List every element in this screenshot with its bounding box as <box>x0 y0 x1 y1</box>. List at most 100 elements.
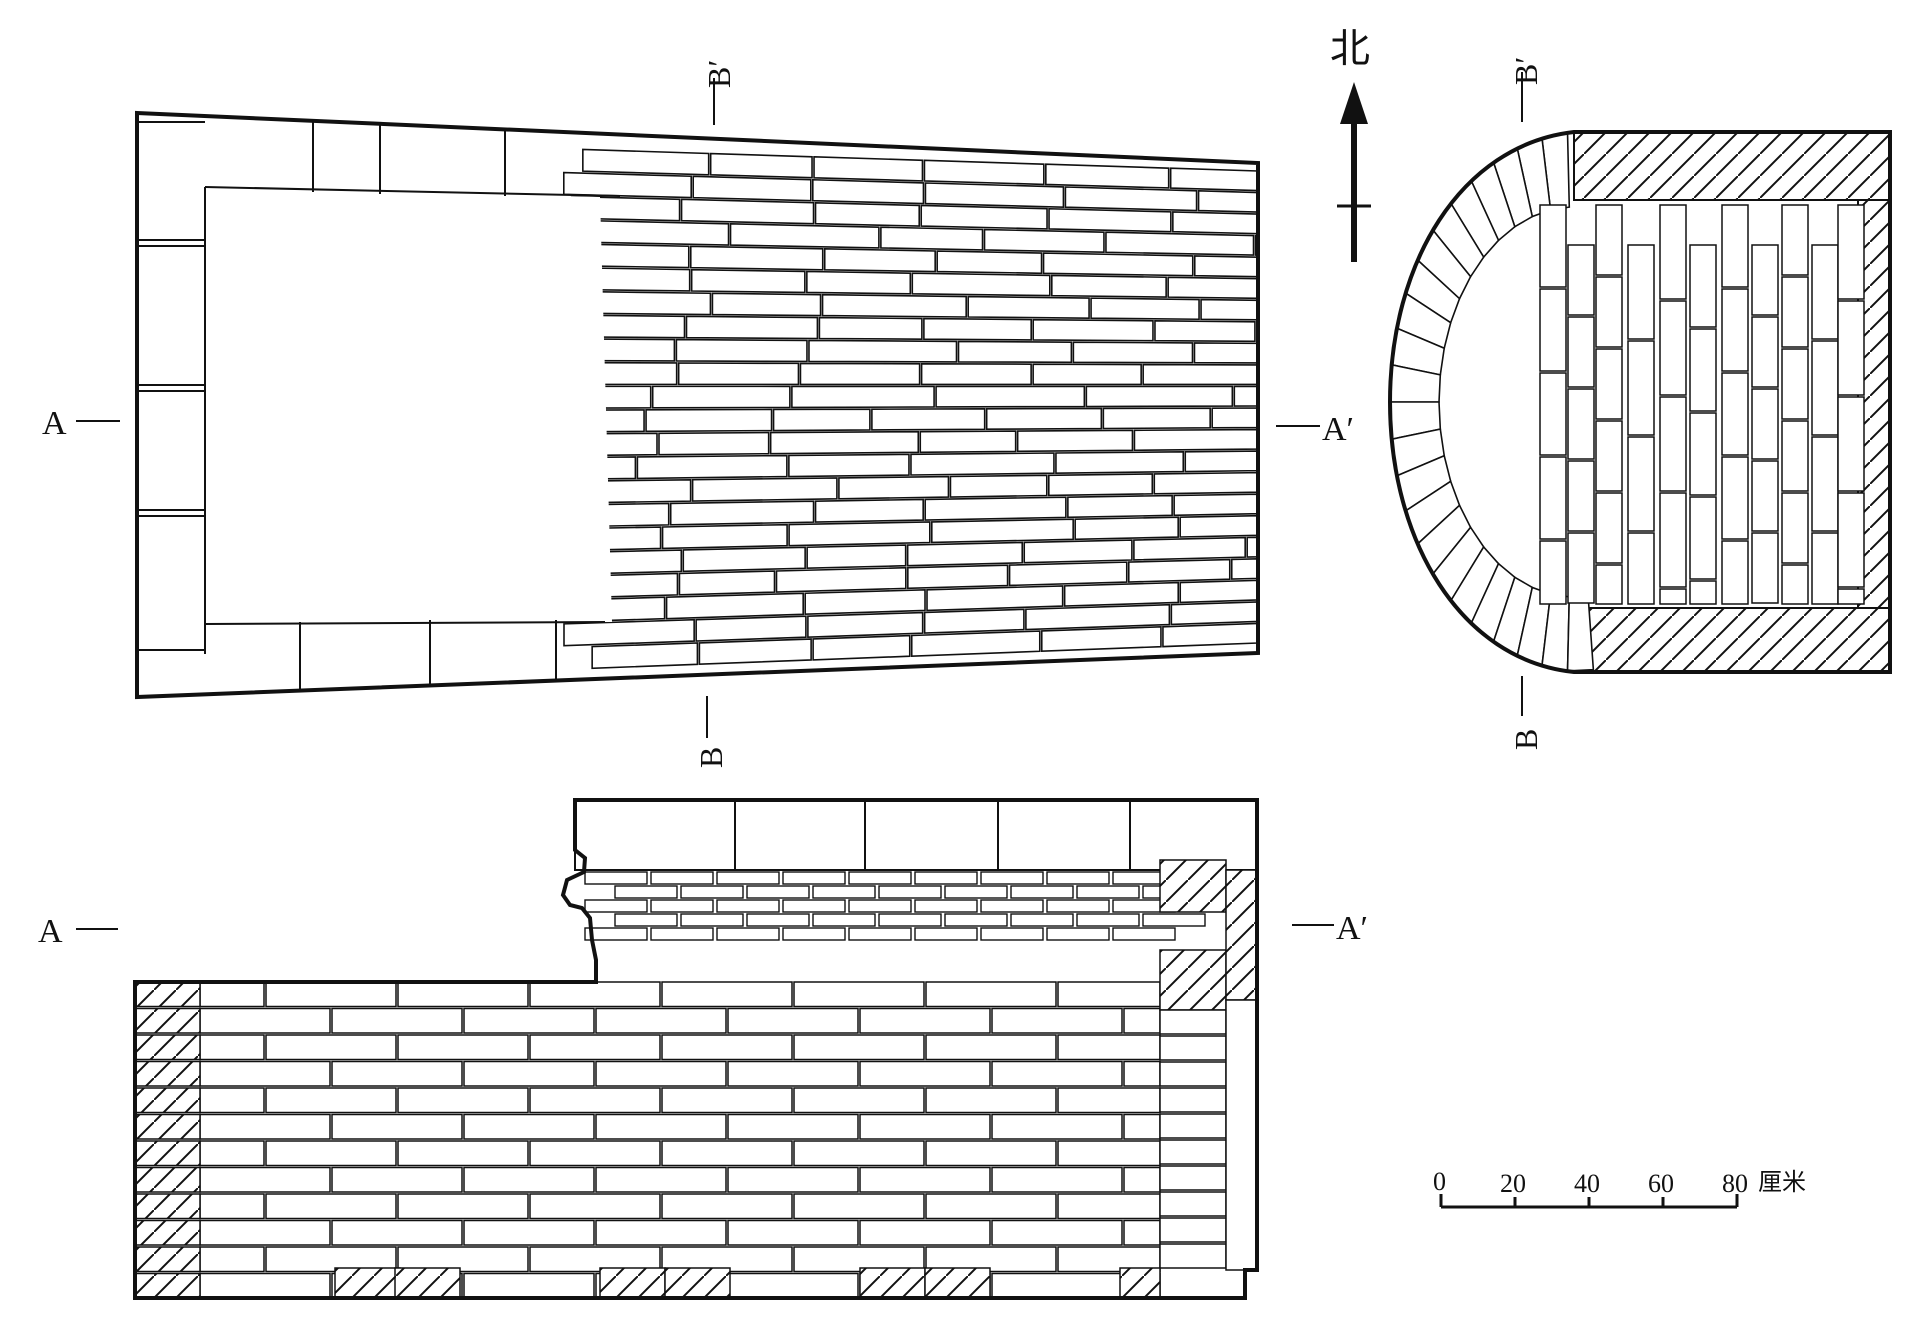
section-brick <box>1123 1166 1161 1193</box>
plan-brick <box>695 615 807 642</box>
section-brick <box>1123 1060 1161 1087</box>
section-brick <box>661 1034 793 1061</box>
cross-brick <box>1595 420 1623 492</box>
section-thin-brick <box>848 899 912 913</box>
plan-brick <box>1042 252 1194 277</box>
cross-brick <box>1811 244 1839 340</box>
plan-brick <box>906 541 1024 567</box>
section-thin-brick <box>1046 871 1110 885</box>
plan-brick <box>923 159 1045 186</box>
cross-brick <box>1781 420 1809 492</box>
section-hatched-end <box>134 1087 201 1114</box>
section-brick <box>463 1007 595 1034</box>
scale-label-20: 20 <box>1500 1169 1526 1198</box>
cross-brick <box>1751 460 1779 532</box>
section-perimeter <box>133 798 1259 1300</box>
section-thin-brick <box>812 885 876 899</box>
section-thin-brick <box>614 913 678 927</box>
plan-brick <box>1045 163 1170 189</box>
section-thin-brick <box>716 871 780 885</box>
cross-brick <box>1837 492 1865 588</box>
cross-brick <box>1595 564 1623 605</box>
section-brick <box>199 1193 265 1220</box>
plan-brick <box>689 245 824 271</box>
plan-brick <box>838 475 950 500</box>
plan-brick <box>1067 494 1173 519</box>
section-brick <box>859 1113 991 1140</box>
plan-brick <box>923 608 1025 634</box>
section-brick <box>925 1087 1057 1114</box>
section-brick <box>397 1193 529 1220</box>
plan-brick <box>811 178 925 205</box>
plan-view: A A′ B′ B <box>42 60 1354 768</box>
section-thin-brick <box>944 913 1008 927</box>
scale-label-80: 80 <box>1722 1169 1748 1198</box>
section-brick <box>1057 1193 1161 1220</box>
section-brick <box>265 1140 397 1167</box>
cross-brick <box>1567 532 1595 604</box>
plan-brick <box>685 315 819 340</box>
section-brick <box>199 981 265 1008</box>
section-thin-brick <box>1076 885 1140 899</box>
plan-brick <box>769 430 920 455</box>
plan-brick <box>812 634 911 661</box>
plan-brick <box>823 248 936 273</box>
scale-label-40: 40 <box>1574 1169 1600 1198</box>
cross-brick <box>1659 492 1687 588</box>
section-brick <box>991 1272 1123 1299</box>
cross-brick <box>1689 580 1717 605</box>
plan-brick <box>818 316 923 340</box>
section-brick <box>925 1034 1057 1061</box>
section-thin-brick <box>914 927 978 941</box>
plan-brick <box>651 385 791 409</box>
cross-brick <box>1595 204 1623 276</box>
plan-marker-b-prime: B′ <box>701 60 737 88</box>
plan-brick <box>985 407 1103 431</box>
section-thin-brick <box>1010 885 1074 899</box>
section-brick <box>199 1060 331 1087</box>
section-brick <box>463 1272 595 1299</box>
plan-brick <box>562 171 693 199</box>
plan-brick <box>920 204 1048 230</box>
section-hatched-end <box>134 1140 201 1167</box>
plan-brick <box>799 362 921 386</box>
plan-brick <box>911 272 1051 297</box>
plan-brick <box>1090 297 1200 321</box>
section-brick <box>463 1219 595 1246</box>
plan-brick <box>924 496 1067 521</box>
plan-brick <box>1008 561 1128 587</box>
section-brick <box>793 1087 925 1114</box>
plan-brick <box>871 408 986 431</box>
plan-brick <box>949 474 1048 498</box>
section-thin-brick <box>980 899 1044 913</box>
section-hatched-block <box>1159 859 1227 913</box>
plan-brick <box>936 250 1043 275</box>
plan-brick <box>729 223 880 249</box>
cross-brick <box>1721 288 1749 372</box>
section-hatched-block <box>1159 949 1227 1011</box>
cross-brick <box>1781 492 1809 564</box>
section-brick <box>1159 1087 1227 1113</box>
plan-brick <box>636 454 788 480</box>
plan-brick <box>1133 428 1258 452</box>
plan-brick <box>1167 276 1258 300</box>
plan-brick <box>680 198 815 225</box>
plan-brick <box>1050 274 1167 298</box>
section-hatched-floor <box>859 1267 926 1299</box>
section-brick <box>331 1060 463 1087</box>
plan-brick <box>806 544 907 570</box>
plan-brick <box>692 175 812 202</box>
plan-brick <box>1032 318 1154 342</box>
section-brick <box>199 1246 265 1273</box>
section-brick <box>925 981 1057 1008</box>
plan-brick <box>1246 536 1258 558</box>
plan-brick <box>813 156 924 182</box>
plan-brick <box>1211 407 1258 429</box>
section-brick <box>529 1193 661 1220</box>
cross-brick <box>1751 388 1779 460</box>
section-brick <box>331 1113 463 1140</box>
plan-brick <box>1064 186 1198 212</box>
section-brick <box>991 1113 1123 1140</box>
scale-label-60: 60 <box>1648 1169 1674 1198</box>
plan-brick <box>1048 207 1172 233</box>
